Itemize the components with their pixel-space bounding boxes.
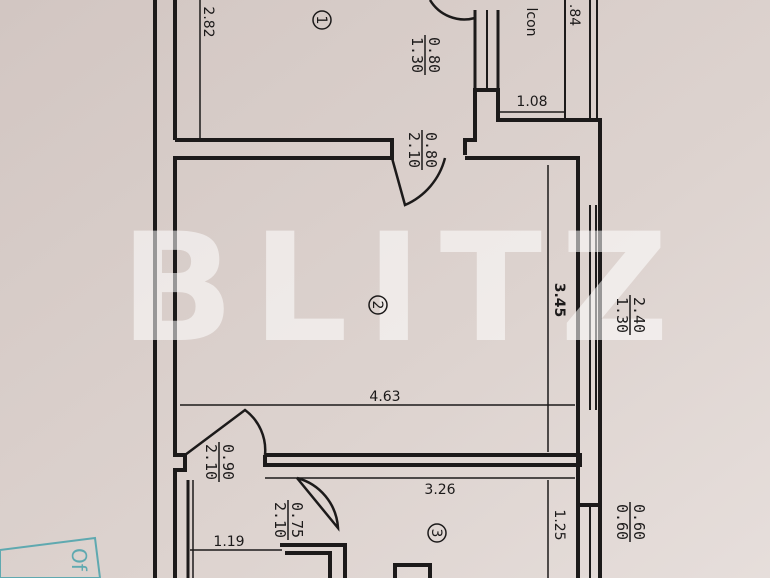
hall-width-label: 1.19 [213,534,244,550]
svg-text:1.30: 1.30 [408,37,426,73]
svg-text:0.80: 0.80 [425,37,443,73]
balcony-width-label: 1.08 [516,94,547,110]
room-markers [312,10,447,543]
walls [153,0,602,578]
svg-text:2.10: 2.10 [405,132,423,168]
svg-text:0.75: 0.75 [288,502,306,538]
balcony-partial-label: .84 [566,4,582,26]
svg-text:1.30: 1.30 [613,297,631,333]
svg-text:Of: Of [67,548,91,572]
opening-window-1: 0.80 1.30 [408,35,443,75]
opening-door-2: 0.90 2.10 [202,442,237,482]
opening-window-2: 2.40 1.30 [613,295,648,335]
opening-door-1: 0.80 2.10 [405,130,440,170]
room3-width-label: 3.26 [424,482,455,498]
svg-text:2.10: 2.10 [271,502,289,538]
svg-text:0.60: 0.60 [613,504,631,540]
svg-text:0.90: 0.90 [219,444,237,480]
svg-text:2.10: 2.10 [202,444,220,480]
opening-window-3: 0.60 0.60 [613,502,648,542]
room1-height-label: 2.82 [200,6,216,37]
stamp: Of [0,536,102,578]
dimension-lines [180,0,575,578]
room3-height-label: 1.25 [551,509,567,540]
room-2-number: 2 [369,301,385,310]
svg-text:2.40: 2.40 [630,297,648,333]
room-1-number: 1 [313,16,329,25]
room2-height-label: 3.45 [551,283,567,318]
svg-text:0.60: 0.60 [630,504,648,540]
svg-text:0.80: 0.80 [422,132,440,168]
door-swings [184,0,476,532]
room2-width-label: 4.63 [369,389,400,405]
balcony-label: lcon [523,7,539,36]
room-3-number: 3 [428,529,444,538]
opening-door-3: 0.75 2.10 [271,500,306,540]
watermark: BLITZ [120,202,687,376]
